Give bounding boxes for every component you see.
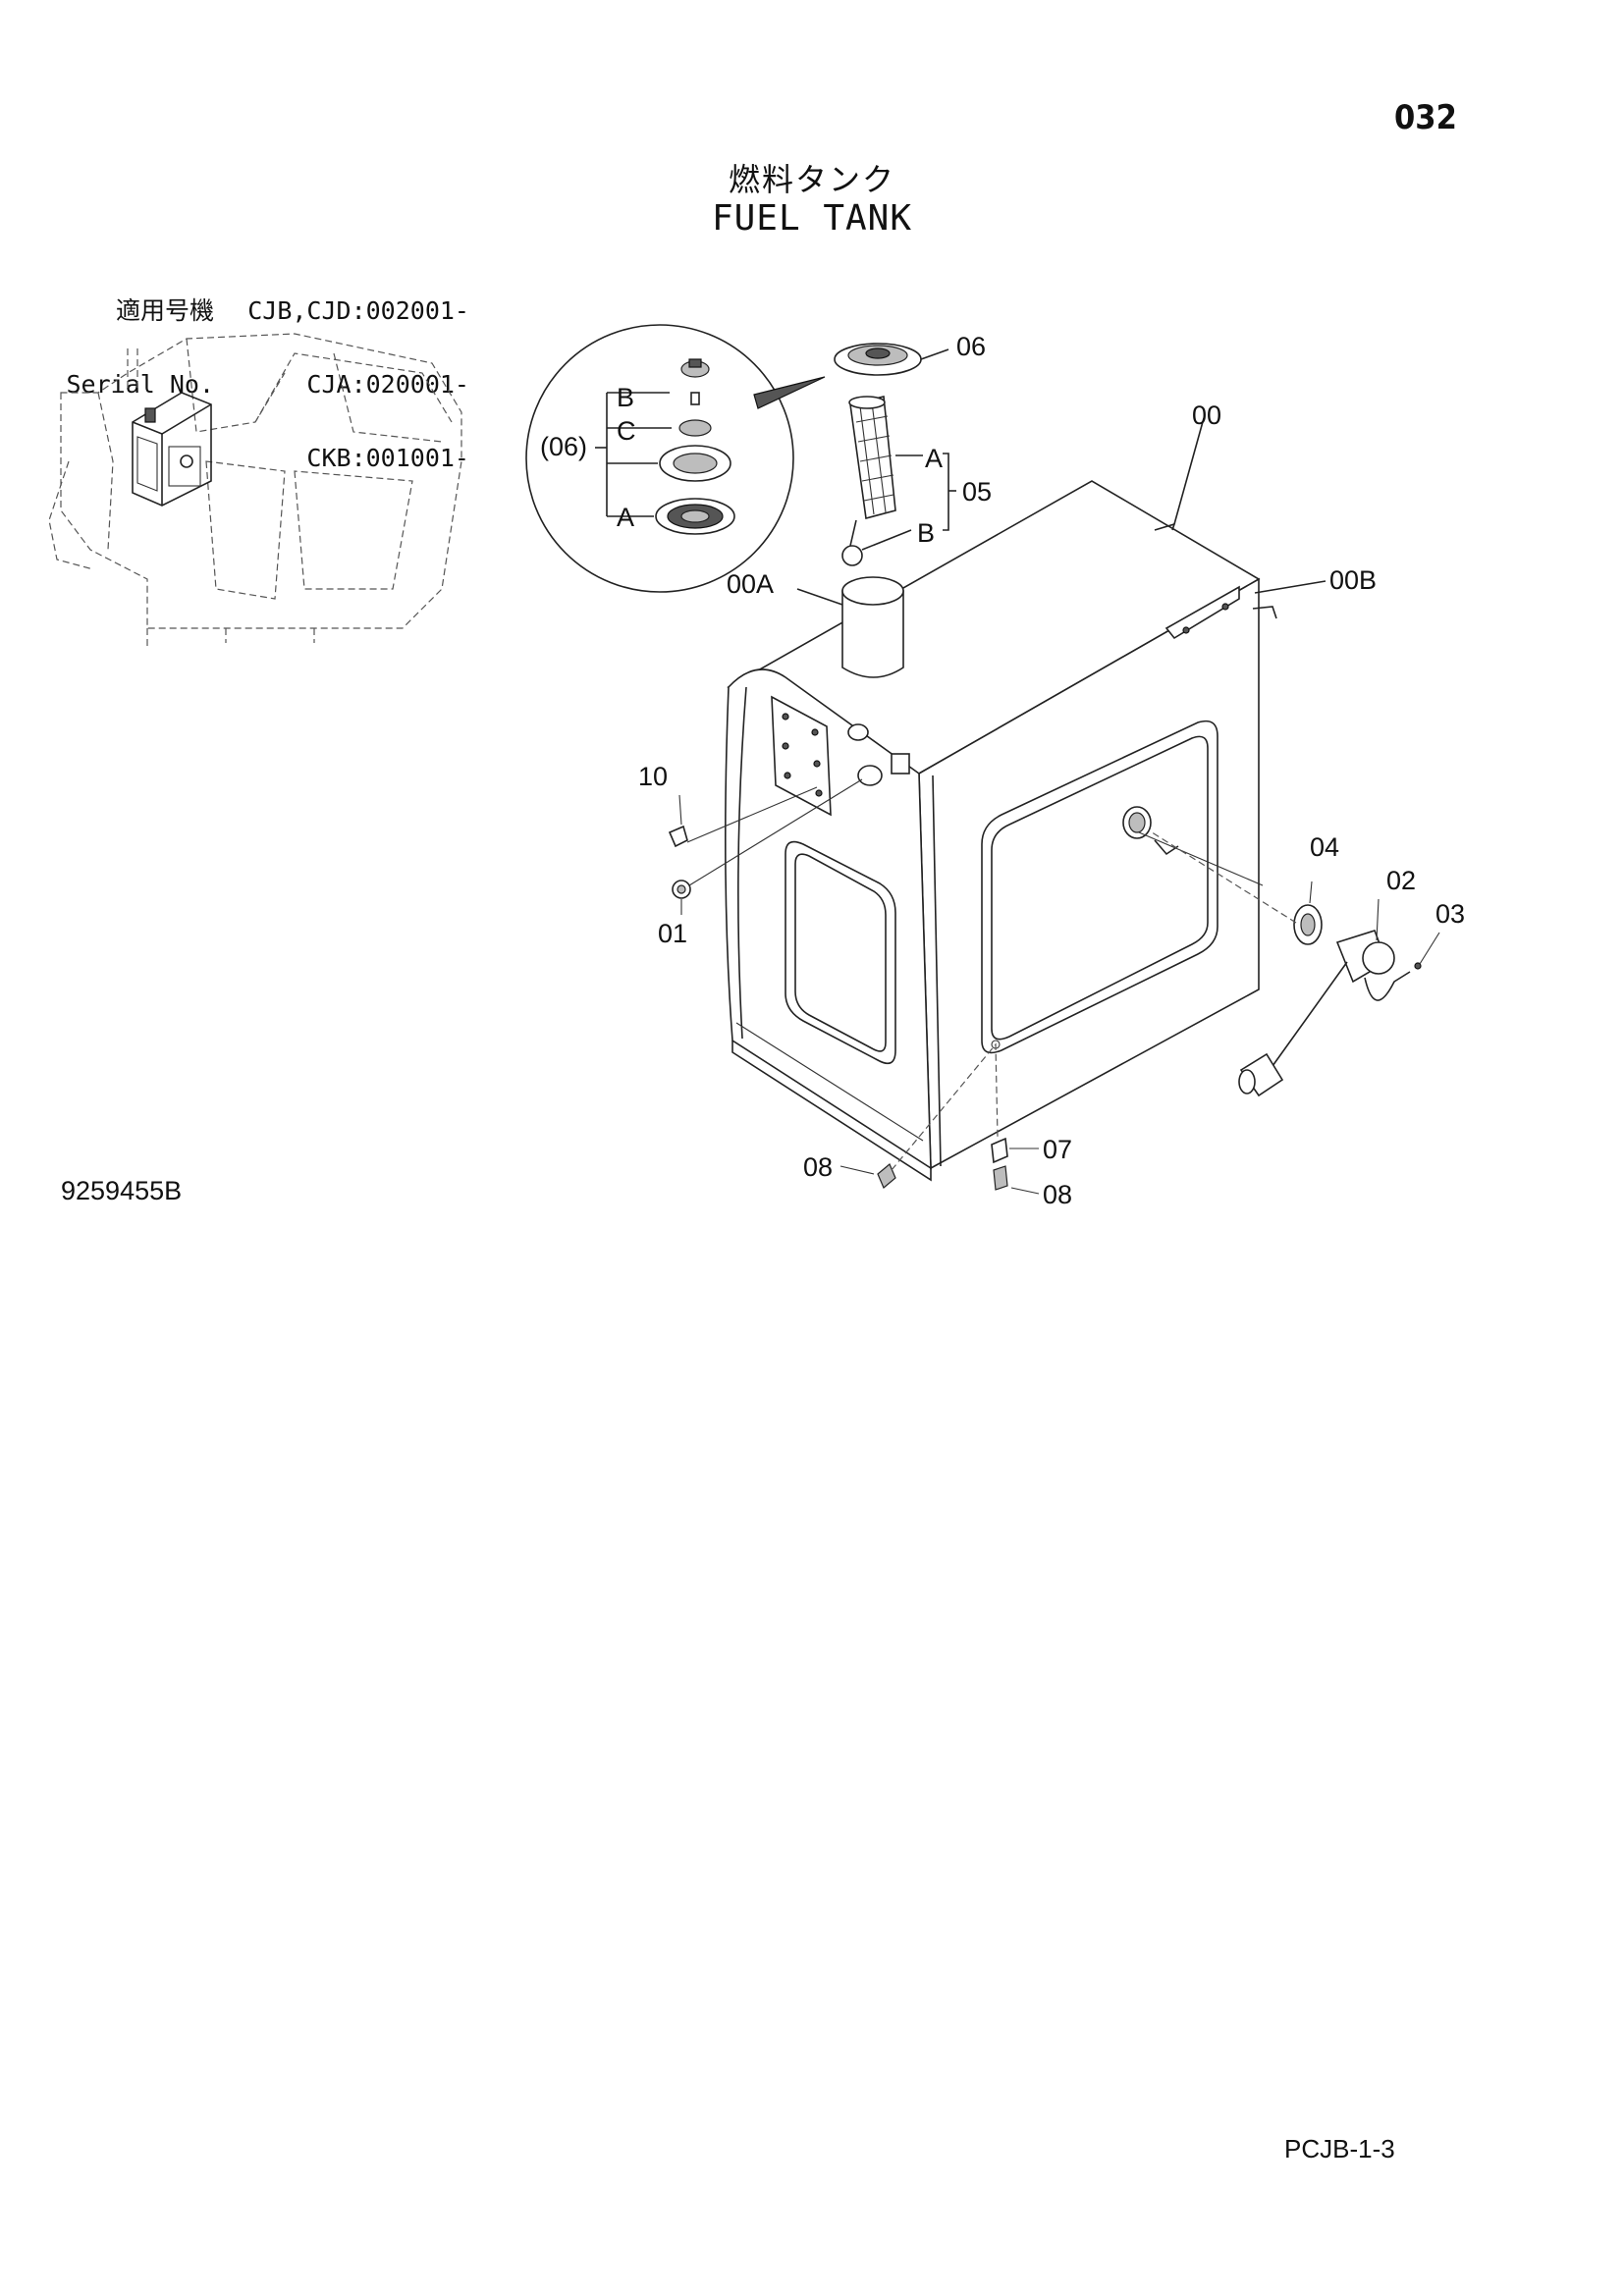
callout-07: 07 <box>1043 1135 1072 1164</box>
callout-10: 10 <box>638 762 668 791</box>
drawing-number: 9259455B <box>61 1176 183 1205</box>
serial-value: CJB,CJD:002001- <box>247 296 469 325</box>
title-japanese: 燃料タンク <box>728 161 895 198</box>
callout-02: 02 <box>1386 866 1416 895</box>
serial-label: Serial No. <box>66 370 214 399</box>
fuel-sender-assembly <box>1238 904 1422 1097</box>
callout-06: 06 <box>956 332 986 361</box>
leader-lines <box>678 417 1440 1195</box>
small-fasteners <box>668 825 1008 1191</box>
callout-00b: 00B <box>1329 565 1377 595</box>
callout-04: 04 <box>1310 832 1339 862</box>
title-english: FUEL TANK <box>711 198 913 239</box>
serial-label: 適用号機 <box>115 296 214 325</box>
serial-row: CKB:001001- <box>57 446 469 470</box>
fuel-tank-body <box>725 480 1261 1182</box>
callout-inset-b: B <box>617 383 634 412</box>
serial-row: 適用号機 CJB,CJD:002001- <box>57 298 469 323</box>
callout-01: 01 <box>658 919 687 948</box>
callout-08-left: 08 <box>803 1152 833 1182</box>
callout-05-a: A <box>925 444 943 473</box>
serial-number-block: 適用号機 CJB,CJD:002001- Serial No. CJA:020001… <box>57 249 469 495</box>
callout-05: 05 <box>962 477 992 507</box>
fuel-tank-diagram: 06 00 00A 00B 05 A B (06) B C A 10 01 04… <box>48 324 1465 1209</box>
callout-08-right: 08 <box>1043 1180 1072 1209</box>
fuel-cap-assembly <box>834 343 949 376</box>
callout-inset-c: C <box>617 416 636 446</box>
excavator-location-icon <box>48 333 462 648</box>
filler-neck <box>841 576 904 678</box>
page-number: 032 <box>1394 98 1457 137</box>
callout-05-b: B <box>917 518 935 548</box>
serial-value: CJA:020001- <box>306 370 469 399</box>
serial-row: Serial No. CJA:020001- <box>57 372 469 397</box>
callout-00: 00 <box>1192 400 1221 430</box>
callout-00a: 00A <box>727 569 774 599</box>
sheet-code: PCJB-1-3 <box>1284 2134 1395 2163</box>
callout-inset-group: (06) <box>540 432 587 461</box>
callout-inset-a: A <box>617 503 634 532</box>
serial-value: CKB:001001- <box>306 444 469 472</box>
strainer-assembly <box>841 396 956 566</box>
magnified-detail-icon <box>525 324 826 593</box>
callout-03: 03 <box>1435 899 1465 929</box>
tank-bracket <box>1164 585 1277 640</box>
